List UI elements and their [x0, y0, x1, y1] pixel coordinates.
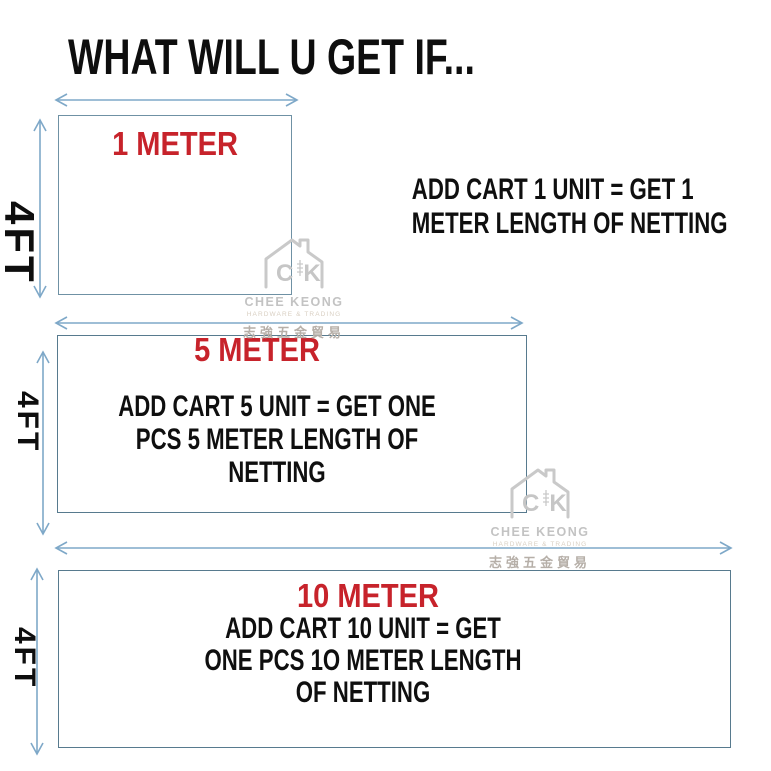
description-line: ADD CART 5 UNIT = GET ONE — [118, 390, 436, 423]
height-label-1-meter: 4FT — [0, 201, 43, 285]
width-arrow-10-meter-icon — [54, 541, 733, 555]
description-line: NETTING — [228, 456, 326, 489]
width-arrow-5-meter-icon — [54, 316, 524, 330]
height-arrow-1-meter-icon — [33, 118, 47, 299]
height-label-10-meter: 4FT — [8, 627, 41, 690]
description-line: ONE PCS 1O METER LENGTH — [204, 644, 522, 677]
description-1-meter: ADD CART 1 UNIT = GET 1 METER LENGTH OF … — [411, 173, 728, 241]
watermark-company-name: CHEE KEONG — [490, 525, 590, 539]
watermark-company-name: CHEE KEONG — [244, 295, 344, 309]
page-title: WHAT WILL U GET IF... — [68, 29, 475, 85]
netting-box-5-meter — [57, 335, 527, 513]
description-10-meter: ADD CART 10 UNIT = GET ONE PCS 1O METER … — [137, 613, 588, 709]
height-label-5-meter: 4FT — [11, 391, 44, 454]
size-label-10-meter: 10 METER — [296, 577, 440, 614]
height-arrow-10-meter-icon — [30, 567, 44, 756]
logo-initials: CK — [522, 490, 577, 517]
height-arrow-5-meter-icon — [36, 350, 50, 536]
description-line: OF NETTING — [295, 676, 431, 709]
netting-box-1-meter — [58, 115, 292, 295]
description-line: ADD CART 10 UNIT = GET — [225, 612, 501, 645]
width-arrow-1-meter-icon — [54, 93, 299, 107]
description-5-meter: ADD CART 5 UNIT = GET ONE PCS 5 METER LE… — [114, 390, 440, 489]
description-line: PCS 5 METER LENGTH OF — [135, 423, 419, 456]
description-line: ADD CART 1 UNIT = GET 1 — [411, 173, 694, 206]
description-line: METER LENGTH OF NETTING — [411, 207, 728, 240]
size-label-5-meter: 5 METER — [194, 331, 320, 368]
size-label-1-meter: 1 METER — [112, 125, 238, 162]
netting-box-10-meter — [58, 570, 731, 748]
